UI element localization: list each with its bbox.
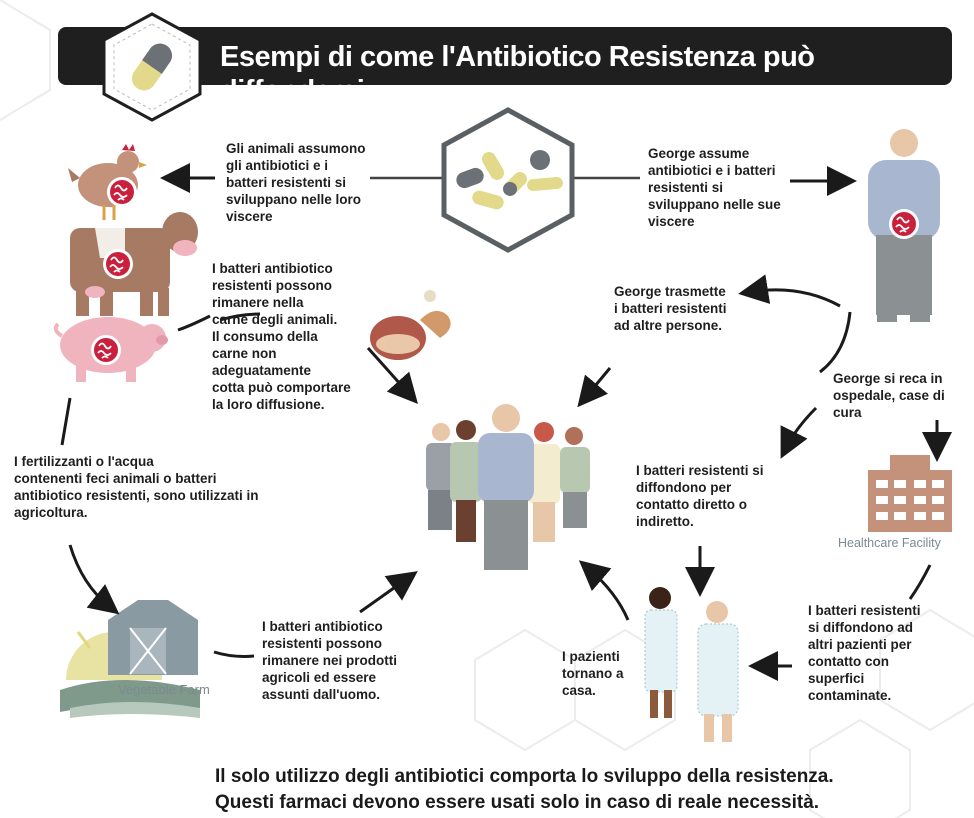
caption-animals: Gli animali assumono gli antibiotici e i… (226, 141, 366, 224)
caption-contact-spread: I batteri resistenti si diffondono per c… (636, 463, 764, 529)
george-figure-icon (868, 129, 940, 322)
meat-icon (370, 290, 451, 360)
vegetable-farm-icon (60, 600, 200, 718)
healthcare-building-icon (868, 455, 952, 532)
caption-fertilizers: I fertilizzanti o l'acqua contenenti fec… (14, 454, 259, 520)
community-group-icon (426, 404, 590, 570)
caption-george-hospital: George si reca in ospedale, case di cura (833, 371, 945, 420)
title-banner (58, 27, 952, 85)
farm-label: Vegetable Farm (118, 682, 210, 697)
caption-patients-home: I pazienti tornano a casa. (562, 649, 624, 698)
caption-george-transmits: George trasmette i batteri resistenti ad… (614, 284, 727, 333)
pig-icon (53, 317, 168, 382)
footer-line-1: Il solo utilizzo degli antibiotici compo… (215, 766, 834, 787)
chicken-icon (68, 144, 147, 220)
caption-surfaces: I batteri resistenti si diffondono ad al… (808, 603, 921, 703)
healthcare-label: Healthcare Facility (838, 536, 941, 550)
caption-produce: I batteri antibiotico resistenti possono… (262, 619, 398, 702)
flow-arrows (60, 163, 952, 681)
caption-meat: I batteri antibiotico resistenti possono… (212, 261, 351, 412)
pill-logo-icon (102, 12, 202, 122)
caption-george-takes: George assume antibiotici e i batteri re… (648, 146, 781, 229)
cow-icon (70, 212, 198, 316)
patients-icon (644, 587, 739, 742)
footer-line-2: Questi farmaci devono essere usati solo … (215, 792, 820, 813)
antibiotic-pills-icon (370, 107, 640, 253)
page-title: Esempi di come l'Antibiotico Resistenza … (220, 41, 815, 107)
